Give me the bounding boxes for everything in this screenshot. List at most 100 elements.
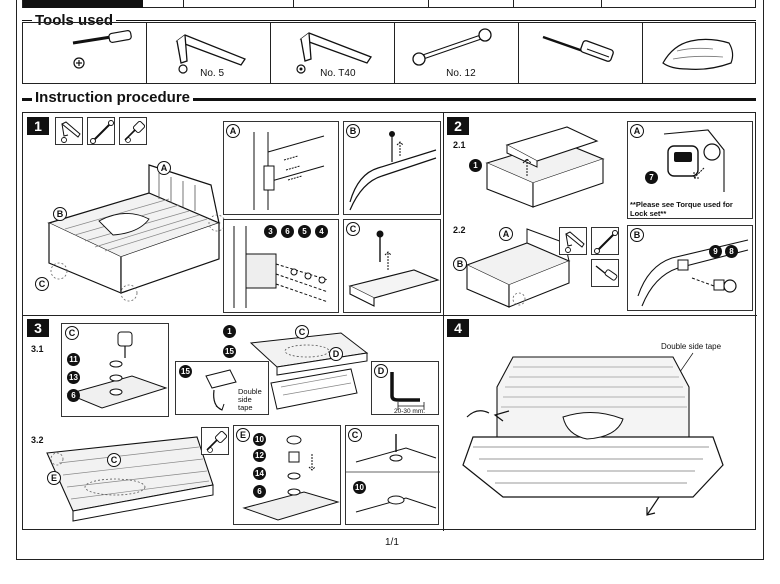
part-9-step2: 9 <box>709 245 722 258</box>
step1-tool-screwdriver <box>119 117 147 145</box>
panel-c-letter-bottom: C <box>348 428 362 442</box>
page-number: 1/1 <box>385 537 399 548</box>
step1-tool-hex <box>55 117 83 145</box>
substep-2-2: 2.2 <box>453 225 466 235</box>
page-frame <box>16 0 764 560</box>
part-3-step1: 3 <box>264 225 277 238</box>
part-7-step2: 7 <box>645 171 658 184</box>
panel-e-letter: E <box>236 428 250 442</box>
tailgate-lift-drawing <box>485 126 605 208</box>
callout-a-step2: A <box>499 227 513 241</box>
panel-a-letter-step2: A <box>630 124 644 138</box>
callout-c-step1: C <box>35 277 49 291</box>
part-4-step1: 4 <box>315 225 328 238</box>
callout-c-step3-2: C <box>107 453 121 467</box>
substep-3-1: 3.1 <box>31 344 44 354</box>
panel-b-letter: B <box>346 124 360 138</box>
hex-key-icon <box>565 231 585 253</box>
panel-d-letter: D <box>374 364 388 378</box>
tool-torx-key: No. T40 <box>271 23 395 83</box>
tools-used-box: No. 5 No. T40 No. 12 <box>22 22 756 84</box>
panel-c-drawing <box>348 230 440 307</box>
instruction-procedure-title: Instruction procedure <box>32 89 194 106</box>
fastener-stack-drawing <box>66 331 168 409</box>
wrench-icon <box>412 28 492 66</box>
part-1-step3: 1 <box>223 325 236 338</box>
tailgate-final-drawing <box>462 352 724 516</box>
part-6-step3-e: 6 <box>253 485 266 498</box>
part-8-step2: 8 <box>725 245 738 258</box>
tools-used-title: Tools used <box>32 12 117 29</box>
tool-label-torx: No. T40 <box>320 68 356 79</box>
step2-tool-wrench <box>591 227 619 255</box>
step-1-badge: 1 <box>27 117 49 135</box>
callout-a-step1: A <box>157 161 171 175</box>
tool-small-screwdriver <box>519 23 643 83</box>
instruction-procedure-box: 1 A B C <box>22 112 757 548</box>
panel-a-letter: A <box>226 124 240 138</box>
step2-tool-screwdriver <box>591 259 619 287</box>
step3-panel-e <box>233 425 341 525</box>
gap-measurement-drawing <box>390 372 425 410</box>
substep-3-2: 3.2 <box>31 435 44 445</box>
wrench-icon <box>594 230 618 254</box>
fastener-stack-e-drawing <box>242 435 340 521</box>
screwdriver-icon <box>124 120 146 143</box>
torque-note: **Please see Torque used for Lock set** <box>630 200 733 218</box>
tool-hex-key: No. 5 <box>147 23 271 83</box>
part-15-tape-panel: 15 <box>179 365 192 378</box>
small-screwdriver-icon <box>595 265 618 281</box>
truck-bed-drawing-step1 <box>47 164 226 302</box>
panel-b-letter-step2: B <box>630 228 644 242</box>
double-side-tape-label-short: Double side tape <box>238 387 262 412</box>
tool-label-hex: No. 5 <box>200 68 225 79</box>
tool-wrench: No. 12 <box>395 23 519 83</box>
step-4-badge: 4 <box>447 319 469 337</box>
hex-key-icon <box>175 34 246 74</box>
substep-2-1: 2.1 <box>453 140 466 150</box>
step1-tool-wrench <box>87 117 115 145</box>
lock-drawing <box>663 129 725 192</box>
panel-c-letter-step3: C <box>65 326 79 340</box>
step3-panel-c-bottom <box>345 425 440 525</box>
part-5-step1: 5 <box>298 225 311 238</box>
step3-tool-screwdriver <box>201 427 229 455</box>
part-14-step3: 14 <box>253 467 266 480</box>
screwdriver-icon <box>72 30 132 69</box>
small-screwdriver-icon <box>542 35 614 62</box>
double-side-tape-label: Double side tape <box>661 342 722 351</box>
part-11-step3: 11 <box>67 353 80 366</box>
callout-b-step1: B <box>53 207 67 221</box>
part-10-step3-c: 10 <box>353 481 366 494</box>
part-1-step2: 1 <box>469 159 482 172</box>
step-3-badge: 3 <box>27 319 49 337</box>
part-6-step1: 6 <box>281 225 294 238</box>
bolt-install-drawing <box>637 239 749 307</box>
part-10-step3: 10 <box>253 433 266 446</box>
step2-panel-b <box>627 225 753 311</box>
panel-a-drawing <box>253 132 325 210</box>
header-dark-cell <box>23 0 143 8</box>
step2-tool-hex <box>559 227 587 255</box>
wrench-icon <box>90 120 114 144</box>
tailgate-drawing-step3 <box>249 332 369 410</box>
hex-key-icon <box>61 121 81 143</box>
part-13-step3: 13 <box>67 371 80 384</box>
truck-bed-drawing-step2 <box>465 228 571 308</box>
step2-panel-a: **Please see Torque used for Lock set** <box>627 121 753 219</box>
part-12-step3: 12 <box>253 449 266 462</box>
callout-c-step3: C <box>295 325 309 339</box>
step-2-badge: 2 <box>447 117 469 135</box>
hardware-assembly-drawing <box>233 226 329 308</box>
tool-label-wrench: No. 12 <box>446 68 476 79</box>
top-header-strip <box>22 0 756 8</box>
tool-cloth <box>643 23 757 83</box>
step1-panel-c <box>343 219 441 313</box>
tape-application-drawing <box>205 369 237 411</box>
part-6-step3: 6 <box>67 389 80 402</box>
step1-panel-b <box>343 121 441 215</box>
truck-bed-drawing-step3-2 <box>46 436 214 522</box>
panel-c-letter: C <box>346 222 360 236</box>
panel-b-drawing <box>349 131 437 211</box>
torx-key-icon <box>296 32 372 74</box>
